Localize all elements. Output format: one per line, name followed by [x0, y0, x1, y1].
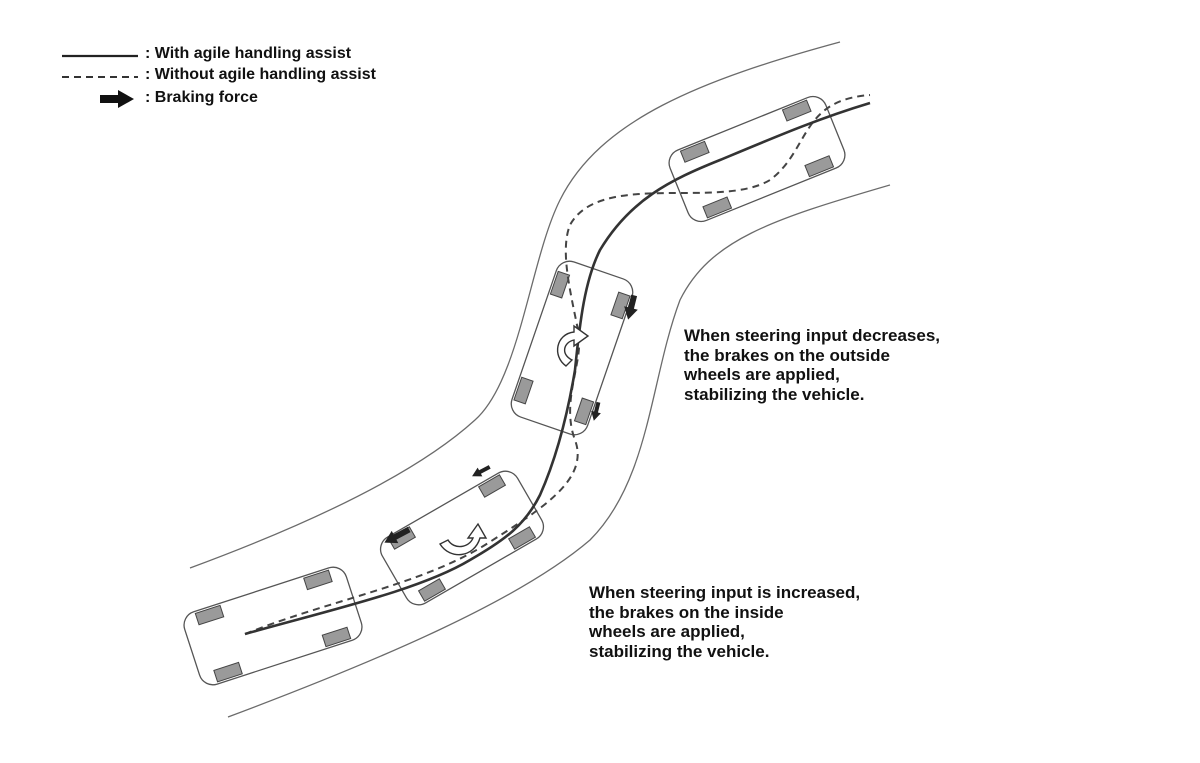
curved-arrow-body — [556, 324, 590, 367]
note-line: wheels are applied, — [684, 365, 840, 384]
braking-arrow-icon — [624, 294, 638, 320]
arrow-shape — [100, 90, 134, 108]
car-turn-out — [510, 260, 634, 436]
braking-arrow-icon — [591, 401, 601, 421]
wheel — [781, 99, 812, 122]
arrow-shape — [591, 401, 601, 421]
wheel — [213, 661, 243, 683]
curved-arrow-icon — [438, 522, 488, 556]
note-line: stabilizing the vehicle. — [589, 641, 770, 661]
legend-without-assist-label: : Without agile handling assist — [145, 66, 376, 83]
note-line: When steering input decreases, — [684, 326, 941, 345]
wheel — [417, 578, 447, 602]
wheel — [194, 604, 225, 626]
legend-braking-force-label: : Braking force — [145, 89, 258, 106]
wheel — [804, 155, 835, 178]
note-line: stabilizing the vehicle. — [684, 384, 865, 404]
car-body — [379, 470, 545, 606]
note-line: the brakes on the inside — [589, 602, 784, 622]
legend-with-assist-label: : With agile handling assist — [145, 45, 352, 62]
wheel — [507, 526, 537, 550]
braking-arrow-icon — [384, 526, 411, 544]
wheel — [679, 140, 710, 163]
wheel — [549, 270, 571, 299]
note-line: When steering input is increased, — [589, 583, 861, 602]
road-edge-lower — [227, 184, 891, 718]
note-steering-decreases: When steering input decreases, the brake… — [684, 326, 940, 404]
note-line: the brakes on the outside — [684, 345, 890, 365]
wheel — [513, 376, 534, 405]
path-with-assist — [244, 101, 871, 636]
wheel — [303, 569, 333, 591]
curved-arrow-icon — [556, 324, 590, 367]
wheel — [477, 474, 507, 498]
car-body — [510, 260, 634, 436]
note-steering-increases: When steering input is increased, the br… — [589, 583, 860, 661]
braking-arrow-icon — [472, 465, 491, 477]
road-edge-upper — [189, 41, 841, 569]
wheel — [573, 397, 595, 426]
wheel — [321, 626, 352, 648]
legend-braking-arrow-icon — [100, 90, 134, 108]
arrow-shape — [624, 294, 638, 320]
wheel — [702, 196, 733, 219]
arrow-shape — [384, 526, 411, 544]
arrow-shape — [472, 465, 491, 477]
curved-arrow-body — [438, 522, 488, 556]
note-line: wheels are applied, — [589, 622, 745, 641]
